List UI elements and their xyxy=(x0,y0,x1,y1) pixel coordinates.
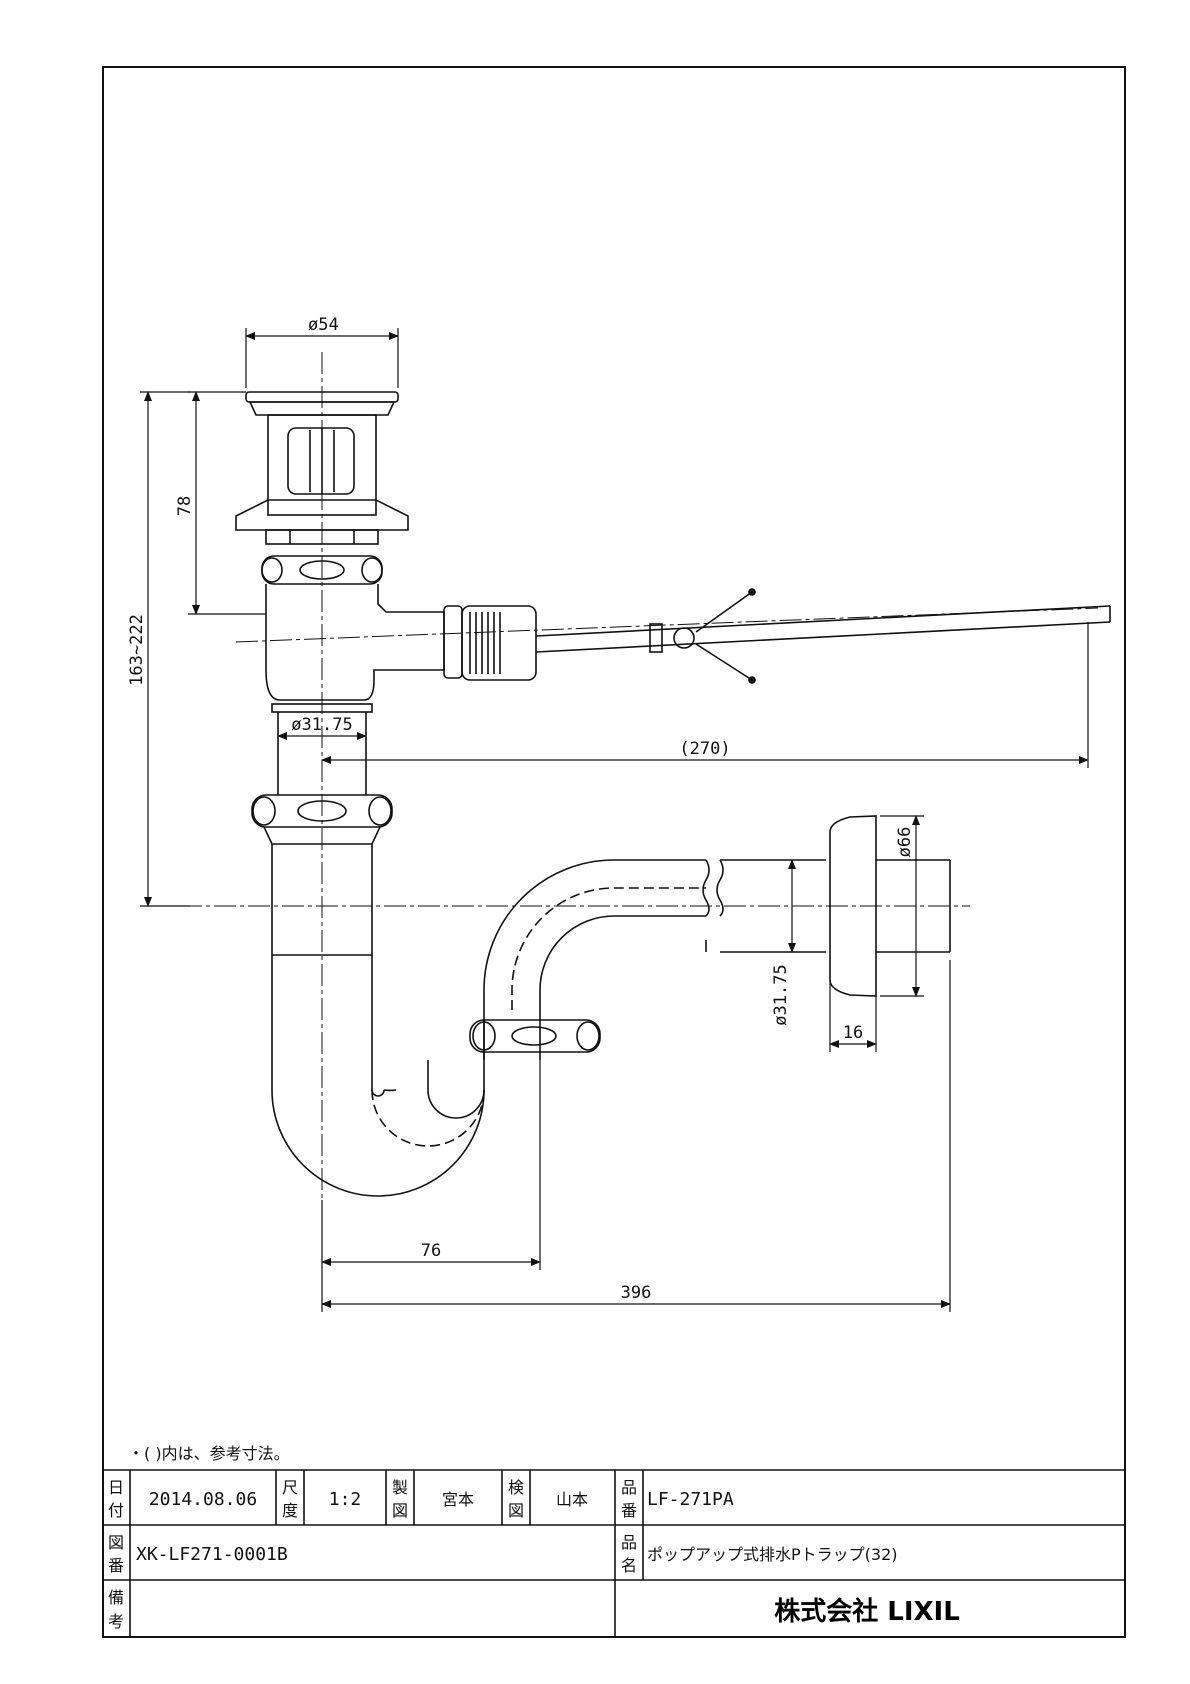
scale-value: 1:2 xyxy=(329,1489,362,1510)
title-block-labels: 日 付 尺 度 製 図 検 図 品 番 図 番 品 名 備 考 xyxy=(108,1478,637,1631)
title-block xyxy=(103,1469,1125,1637)
dim-270: (270) xyxy=(679,739,730,759)
trap-right-bend xyxy=(427,859,706,1119)
dim-d3175-upper: ø31.75 xyxy=(291,715,352,735)
u-bend xyxy=(271,1060,485,1197)
remarks-label-1: 備 xyxy=(108,1588,124,1607)
company-logo: 株式会社 LIXIL xyxy=(774,1596,960,1627)
product-name-value: ポップアップ式排水Pトラップ(32) xyxy=(647,1545,898,1564)
scale-label-1: 尺 xyxy=(282,1478,298,1497)
scale-label-2: 度 xyxy=(282,1501,298,1520)
drawn-label-2: 図 xyxy=(392,1501,408,1520)
dim-d54: ø54 xyxy=(308,315,339,335)
checked-label-1: 検 xyxy=(508,1478,524,1497)
waste-body xyxy=(265,584,537,713)
part-no-label-2: 番 xyxy=(621,1501,637,1520)
reference-note: ・( )内は、参考寸法。 xyxy=(128,1444,290,1463)
sheet-border xyxy=(102,66,1126,1638)
drawing-no-value: XK-LF271-0001B xyxy=(136,1544,288,1565)
wall-flange xyxy=(829,815,877,997)
horizontal-arm xyxy=(702,859,951,953)
drawn-label-1: 製 xyxy=(392,1478,408,1497)
date-value: 2014.08.06 xyxy=(149,1489,257,1510)
tailpiece xyxy=(277,712,367,795)
product-name-label-1: 品 xyxy=(621,1533,637,1552)
checked-label-2: 図 xyxy=(508,1501,524,1520)
dimension-lines xyxy=(140,328,1089,1312)
remarks-label-2: 考 xyxy=(108,1612,124,1631)
dim-d3175-right: ø31.75 xyxy=(771,964,791,1025)
date-label-1: 日 xyxy=(108,1478,124,1497)
drawn-by-value: 宮本 xyxy=(442,1490,474,1509)
dim-76: 76 xyxy=(421,1241,441,1261)
dim-d66: ø66 xyxy=(895,827,915,858)
centre-lines xyxy=(146,352,1099,1200)
dim-396: 396 xyxy=(621,1283,652,1303)
part-no-label-1: 品 xyxy=(621,1478,637,1497)
checked-by-value: 山本 xyxy=(556,1490,588,1509)
drawing-no-label-1: 図 xyxy=(108,1533,124,1552)
product-name-label-2: 名 xyxy=(621,1556,637,1575)
drawing-no-label-2: 番 xyxy=(108,1556,124,1575)
pop-up-rod xyxy=(535,588,1111,684)
trap-left-leg xyxy=(271,844,373,1090)
dim-16: 16 xyxy=(843,1023,863,1043)
pop-up-waste-trap-drawing xyxy=(146,352,1111,1200)
part-no-value: LF-271PA xyxy=(647,1489,734,1510)
lower-nut xyxy=(469,1019,601,1053)
title-block-values: 2014.08.06 1:2 宮本 山本 LF-271PA XK-LF271-0… xyxy=(136,1489,960,1627)
dim-163-222: 163~222 xyxy=(127,614,147,686)
dim-78: 78 xyxy=(175,496,195,516)
date-label-2: 付 xyxy=(108,1501,124,1520)
